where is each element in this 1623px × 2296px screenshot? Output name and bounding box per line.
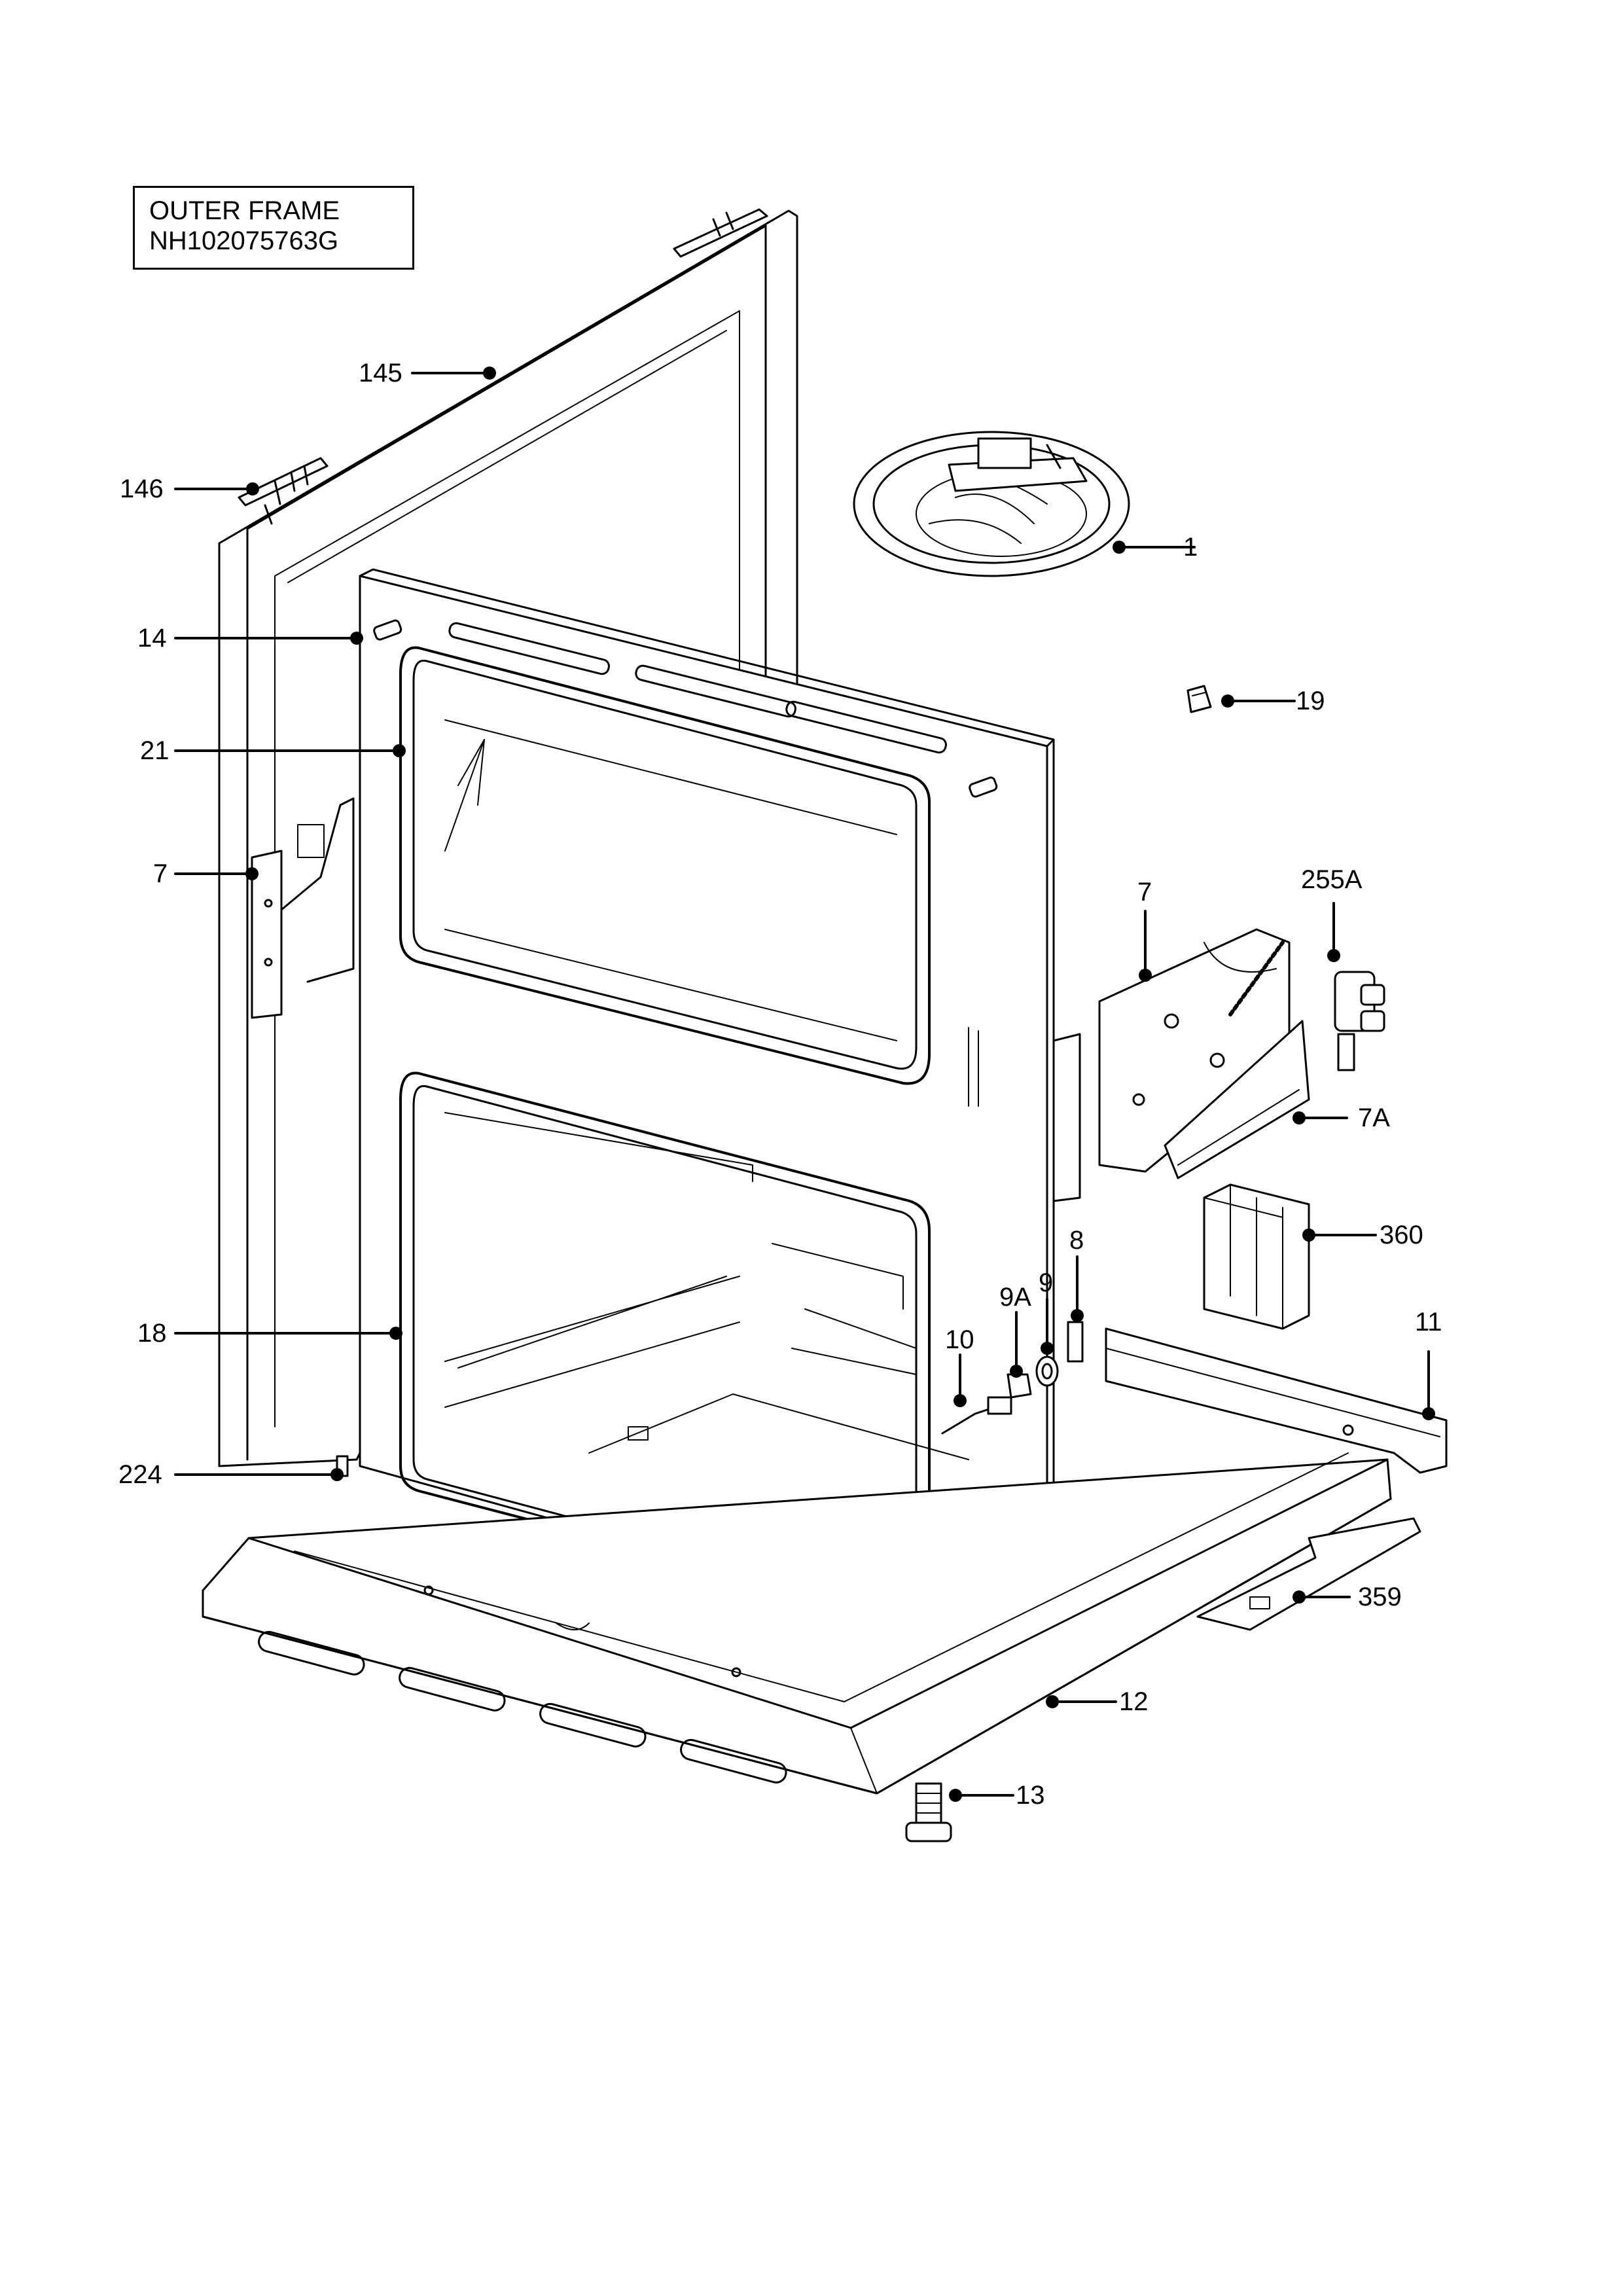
callout-18: 18 — [137, 1319, 167, 1348]
base-tray — [202, 1243, 1392, 1795]
terminal-block-360 — [1203, 1183, 1310, 1330]
valve-255A — [1334, 971, 1385, 1071]
callout-146: 146 — [120, 475, 164, 503]
callout-9: 9 — [1039, 1268, 1054, 1297]
callout-19: 19 — [1296, 687, 1325, 715]
callout-360: 360 — [1380, 1221, 1423, 1249]
screw-14 — [373, 619, 998, 798]
hinge-bracket-146 — [238, 457, 329, 525]
callout-255A: 255A — [1301, 865, 1363, 894]
bracket-plate — [1196, 1517, 1421, 1631]
callout-13: 13 — [1016, 1781, 1045, 1810]
callout-359: 359 — [1358, 1583, 1402, 1611]
leader-dots — [245, 367, 1435, 1802]
title-line-2: NH102075763G — [149, 226, 339, 255]
title-box: OUTER FRAME NH102075763G — [133, 186, 414, 270]
callout-1: 1 — [1183, 533, 1198, 562]
leader-lines — [174, 372, 1430, 1797]
callout-7-left: 7 — [153, 859, 168, 888]
callout-224: 224 — [118, 1460, 162, 1489]
callout-8: 8 — [1069, 1226, 1084, 1255]
top-bracket-145 — [673, 208, 768, 258]
fan-assembly — [853, 431, 1130, 577]
callout-11: 11 — [1415, 1308, 1442, 1336]
small-parts — [941, 1321, 1084, 1435]
side-rail — [1105, 1327, 1448, 1474]
callout-21: 21 — [140, 736, 169, 765]
clip-19 — [1186, 685, 1212, 713]
adjustable-foot — [905, 1782, 952, 1842]
title-line-1: OUTER FRAME — [149, 196, 340, 225]
callout-145: 145 — [359, 359, 402, 387]
callout-9A: 9A — [999, 1283, 1031, 1312]
callout-7-right: 7 — [1137, 878, 1152, 906]
callout-7A: 7A — [1358, 1103, 1390, 1132]
callout-12: 12 — [1119, 1687, 1149, 1716]
callout-10: 10 — [945, 1325, 974, 1354]
hinge-bracket-7A — [1164, 1020, 1310, 1179]
callout-14: 14 — [137, 624, 167, 653]
left-hinge — [251, 797, 355, 1019]
